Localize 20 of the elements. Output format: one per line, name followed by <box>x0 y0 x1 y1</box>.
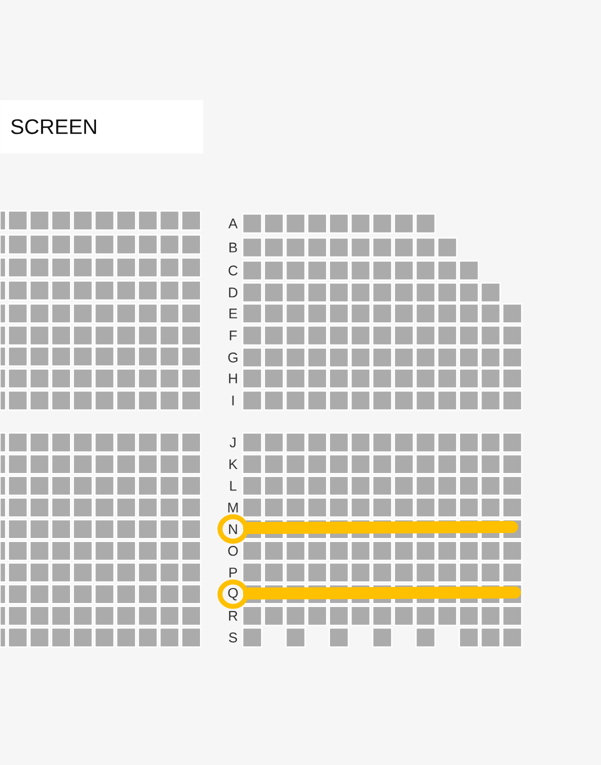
row-letter: M <box>228 502 238 512</box>
row-letter: D <box>229 288 238 298</box>
row-letter: L <box>230 481 236 491</box>
row-letter: J <box>230 438 236 448</box>
row-letter: N <box>229 524 237 534</box>
row-letter: C <box>228 266 238 276</box>
row-letter: S <box>228 632 238 642</box>
row-letter: O <box>228 546 238 556</box>
row-letter: A <box>228 218 238 228</box>
row-letter: Q <box>228 588 238 600</box>
screen-box: SCREEN <box>0 100 204 154</box>
row-letter: B <box>229 242 237 252</box>
row-letter: E <box>229 308 238 318</box>
row-letter: R <box>229 611 238 621</box>
row-letter: H <box>229 374 237 384</box>
row-letter: I <box>232 396 234 406</box>
row-letter: G <box>228 352 238 362</box>
row-letter: P <box>229 568 237 578</box>
row-letter: K <box>229 459 238 469</box>
row-letter: F <box>230 330 237 340</box>
